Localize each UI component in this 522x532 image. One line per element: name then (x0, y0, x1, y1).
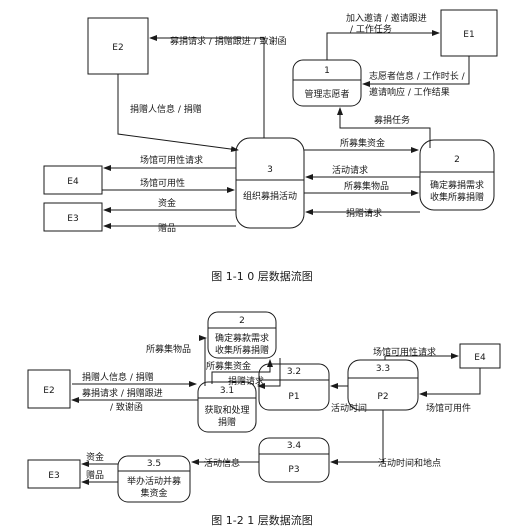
process-2-l1-number: 2 (239, 316, 245, 326)
process-3-5: 3.5 举办活动并募 集资金 (117, 455, 191, 503)
caption-1: 图 1-1 0 层数据流图 (211, 269, 312, 283)
flow-e2-to-p3 (117, 74, 239, 153)
flow2-label-zijin: 资金 (86, 451, 104, 463)
process-3-4: 3.4 P3 (258, 437, 330, 483)
entity-e3-label: E3 (67, 214, 78, 224)
flow-label-huodong-qingqiu: 活动请求 (332, 164, 368, 176)
process-3-2: 3.2 P1 (258, 363, 330, 411)
process-2-number: 2 (454, 155, 460, 165)
flow-label-juanzeng-qingqiu: 捐赠请求 (346, 207, 382, 219)
process-3-1-name-2: 捐赠 (218, 416, 236, 428)
flow-label-juanpin: 赠品 (158, 222, 176, 234)
entity-e4-l1-label: E4 (474, 353, 486, 363)
flow-label-zijin: 资金 (158, 197, 176, 209)
flow2-label-mujuan-2: / 致谢函 (110, 401, 143, 413)
entity-e3-l1-label: E3 (48, 471, 59, 481)
flow2-label-mujuan-1: 募捐请求 / 捐赠跟进 (82, 387, 163, 399)
flow-label-suomu-wupin: 所募集物品 (344, 180, 389, 192)
process-2-name-1: 确定募捐需求 (430, 179, 484, 191)
flow2-e4-to-33 (419, 368, 481, 397)
entity-e2-label: E2 (112, 43, 123, 53)
process-3-5-name-1: 举办活动并募 (127, 475, 181, 487)
process-3-4-number: 3.4 (287, 441, 302, 451)
flow-label-zhiyuanzhe-1: 志愿者信息 / 工作时长 / (369, 70, 466, 82)
flow-to-e2 (149, 35, 265, 138)
flow2-2-to-31-qingqiu (257, 358, 281, 389)
flow2-label-juanpin: 赠品 (86, 469, 104, 481)
flow2-label-huodong-xinxi: 活动信息 (204, 457, 240, 469)
process-3: 3 组织募捐活动 (235, 137, 305, 229)
process-1: 1 管理志愿者 (292, 59, 362, 107)
process-3-3-name: P2 (377, 392, 388, 402)
flow2-label-changguan-qingqiu: 场馆可用性请求 (373, 346, 436, 358)
flow2-label-juanzeng-qingqiu: 捐赠请求 (228, 375, 264, 387)
flow-label-changguan-qingqiu: 场馆可用性请求 (140, 154, 203, 166)
entity-e3-l1: E3 (27, 459, 81, 489)
flow2-label-changguan-keyongjian: 场馆可用件 (426, 402, 471, 414)
process-2-l1-name-2: 收集所募捐赠 (215, 344, 269, 356)
flow2-33-to-e4 (384, 353, 459, 360)
diagram-1-level: 2 确定募款需求 收集所募捐赠 3.1 获取和处理 捐赠 3.2 P1 3.3 … (27, 311, 501, 527)
process-2-l1: 2 确定募款需求 收集所募捐赠 (207, 311, 277, 359)
process-3-3-number: 3.3 (376, 364, 390, 374)
entity-e2-l1: E2 (27, 369, 71, 409)
flow2-31-to-2-zijin (211, 359, 273, 384)
flow-label-jiaru-2: / 工作任务 (350, 23, 392, 35)
flow-label-juanzengren: 捐赠人信息 / 捐赠 (130, 103, 202, 115)
process-3-4-name: P3 (288, 465, 299, 475)
entity-e2-l1-label: E2 (43, 386, 54, 396)
entity-e4-label: E4 (67, 177, 79, 187)
flow-e1-to-p1 (362, 56, 470, 87)
caption-2: 图 1-2 1 层数据流图 (211, 513, 312, 527)
process-3-2-number: 3.2 (287, 367, 301, 377)
flow-label-jiaru-1: 加入邀请 / 邀请跟进 (346, 12, 427, 24)
entity-e1-label: E1 (463, 30, 474, 40)
process-2: 2 确定募捐需求 收集所募捐赠 (419, 139, 495, 211)
flow2-31-to-2-wupin (199, 335, 207, 386)
process-1-number: 1 (324, 66, 330, 76)
process-3-1-number: 3.1 (220, 386, 234, 396)
process-3-name: 组织募捐活动 (243, 190, 297, 202)
flow-label-mujuan-qingqiu: 募捐请求 / 捐赠跟进 / 致谢函 (170, 35, 287, 47)
flow-label-changguan-keyongxing: 场馆可用性 (140, 177, 185, 189)
entity-e1: E1 (440, 9, 498, 57)
entity-e4-l1: E4 (459, 343, 501, 369)
flow2-label-huodong-shijian-didian: 活动时间和地点 (378, 457, 441, 469)
process-3-1-name-1: 获取和处理 (204, 404, 249, 416)
flow-label-zhiyuanzhe-2: 邀请响应 / 工作结果 (369, 86, 450, 98)
flow2-label-huodong-shijian: 活动时间 (331, 402, 367, 414)
flow-p1-to-e1 (326, 30, 440, 60)
entity-e3: E3 (43, 202, 103, 232)
flow-label-suomu-zijin: 所募集资金 (340, 137, 385, 149)
diagram-0-level: E2 E1 E4 E3 1 管理志愿者 2 确定募捐需求 (43, 9, 498, 283)
process-3-5-number: 3.5 (147, 459, 161, 469)
flow-p2-to-p1 (337, 107, 431, 148)
flow2-label-suomu-zijin: 所募集资金 (206, 360, 251, 372)
process-3-1: 3.1 获取和处理 捐赠 (197, 381, 257, 433)
flow2-33-to-34 (330, 410, 384, 465)
process-2-l1-name-1: 确定募款需求 (215, 332, 269, 344)
process-1-name: 管理志愿者 (304, 88, 349, 100)
process-2-name-2: 收集所募捐赠 (430, 191, 484, 203)
flow2-label-suomu-wupin: 所募集物品 (146, 343, 191, 355)
process-3-2-name: P1 (288, 392, 299, 402)
entity-e4: E4 (43, 165, 103, 195)
process-3-number: 3 (267, 165, 273, 175)
process-3-5-name-2: 集资金 (140, 487, 167, 499)
entity-e2: E2 (87, 17, 149, 75)
process-3-3: 3.3 P2 (347, 359, 419, 411)
flow-label-mujuan-renwu: 募捐任务 (374, 114, 410, 126)
flow2-label-juanzengren: 捐赠人信息 / 捐赠 (82, 371, 154, 383)
